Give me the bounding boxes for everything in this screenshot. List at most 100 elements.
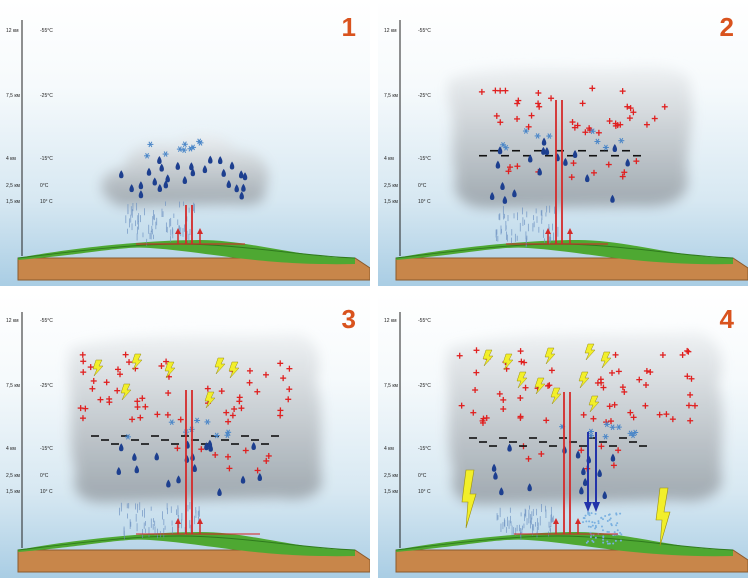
plus-icon	[277, 412, 284, 419]
raindrop-icon	[625, 158, 630, 167]
plus-icon	[139, 395, 146, 402]
raindrop-icon	[602, 490, 607, 499]
plus-icon	[246, 379, 253, 386]
raindrop-icon	[192, 464, 197, 473]
plus-icon	[114, 387, 121, 394]
flake-arm	[182, 147, 187, 153]
flake-arm	[535, 133, 540, 139]
altitude-label: 7,5 км	[384, 93, 398, 99]
raindrop-icon	[612, 144, 618, 153]
flake-arm	[504, 144, 509, 151]
altitude-label: 4 км	[6, 446, 16, 452]
hail-dot	[582, 521, 585, 524]
snowflake-icon	[147, 141, 154, 148]
plus-icon	[624, 103, 631, 110]
plus-icon	[122, 351, 129, 358]
raindrop-icon	[544, 147, 550, 156]
plus-icon	[687, 391, 694, 398]
plus-icon	[458, 402, 465, 409]
raindrop-icon	[575, 450, 581, 459]
snowflake-icon	[194, 417, 201, 424]
temperature-label: 0°C	[40, 183, 49, 189]
plus-icon	[627, 409, 634, 416]
raindrop-icon	[157, 183, 163, 192]
altitude-label: 7,5 км	[6, 383, 20, 389]
hill-edge	[395, 535, 734, 551]
plus-icon	[242, 447, 249, 454]
hail-dot	[592, 541, 595, 544]
plus-icon	[580, 411, 587, 418]
raindrop-icon	[159, 163, 164, 172]
lightning-icon	[228, 361, 240, 379]
temperature-label: -25°C	[40, 93, 53, 99]
lightning-icon	[655, 487, 671, 547]
plus-icon	[612, 351, 619, 358]
hail-dot	[608, 513, 611, 516]
plus-icon	[615, 447, 622, 454]
plus-icon	[619, 384, 626, 391]
temperature-label: 10° C	[40, 489, 53, 495]
raindrop-icon	[132, 452, 137, 461]
raindrop-icon	[221, 168, 226, 177]
plus-icon	[164, 411, 171, 418]
snowflake-icon	[181, 141, 188, 148]
plus-icon	[579, 100, 586, 107]
snowflake-icon	[168, 419, 175, 426]
cloud-shape	[448, 66, 693, 208]
hail-dot	[589, 525, 592, 528]
plus-icon	[605, 161, 612, 168]
raindrop-icon	[579, 486, 584, 495]
plus-icon	[590, 169, 597, 176]
flake-arm	[610, 424, 615, 431]
temperature-label: -15°C	[40, 156, 53, 162]
plus-icon	[277, 407, 284, 414]
hail-dot	[588, 514, 591, 517]
plus-icon	[514, 163, 521, 170]
hail-cluster	[582, 511, 623, 545]
plus-icon	[517, 394, 524, 401]
plus-icon	[685, 348, 692, 355]
updraft-arrows	[506, 100, 608, 245]
plus-icon	[688, 375, 695, 382]
snowflake-icon	[224, 432, 231, 439]
hail-dot	[620, 533, 623, 536]
raindrop-icon	[610, 194, 615, 203]
plus-icon	[548, 95, 555, 102]
hail-dot	[601, 518, 604, 521]
raindrop-icon	[241, 183, 246, 192]
raindrop-icon	[512, 189, 517, 198]
altitude-label: 4 км	[384, 156, 394, 162]
plus-icon	[198, 446, 205, 453]
plus-icon	[598, 379, 605, 386]
raindrop-icon	[152, 177, 157, 186]
snowflake-icon	[197, 139, 204, 146]
flake-arm	[145, 152, 150, 159]
flake-arm	[198, 139, 203, 146]
altitude-label: 4 км	[384, 446, 394, 452]
lightning-icon	[204, 391, 216, 409]
arrowhead	[545, 228, 551, 234]
plus-icon	[548, 367, 555, 374]
hail-dot	[619, 512, 622, 515]
plus-icon	[687, 417, 694, 424]
raindrop-icon	[495, 160, 501, 169]
plus-icon	[97, 396, 104, 403]
plus-icon	[630, 109, 637, 116]
plus-icon	[610, 462, 617, 469]
flake-arm	[163, 151, 168, 157]
altitude-label: 12 км	[384, 318, 397, 324]
plus-icon	[535, 100, 542, 107]
raindrop-icon	[242, 172, 248, 181]
flake-arm	[604, 421, 609, 428]
plus-icon	[224, 453, 231, 460]
stage-number: 2	[719, 12, 734, 42]
stage-panel-1: 1 12 км -55°C 7,5 км -25°C 4 км -15°C 2,…	[0, 0, 370, 286]
plus-icon	[600, 384, 607, 391]
snowflake-icon	[124, 433, 131, 440]
plus-icon	[543, 417, 550, 424]
plus-icon	[571, 124, 578, 131]
plus-icon	[456, 352, 463, 359]
plus-icon	[154, 411, 161, 418]
hail-dot	[594, 512, 597, 515]
